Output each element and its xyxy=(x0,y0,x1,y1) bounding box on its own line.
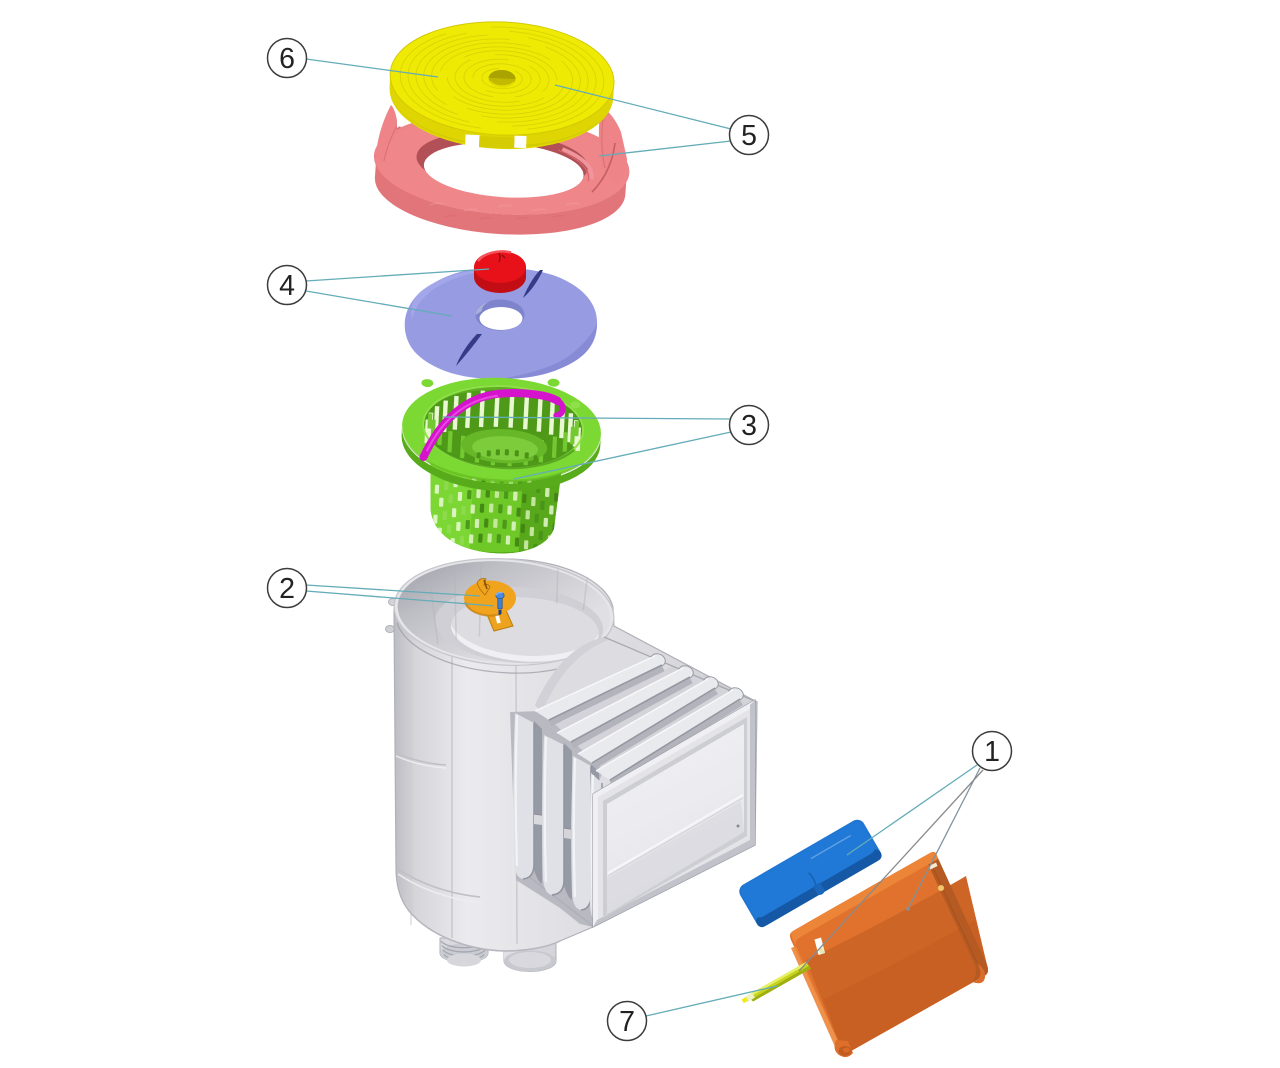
svg-text:2: 2 xyxy=(279,573,295,605)
svg-text:6: 6 xyxy=(279,43,295,75)
svg-text:3: 3 xyxy=(741,410,757,442)
svg-text:1: 1 xyxy=(984,736,1000,768)
svg-text:5: 5 xyxy=(741,120,757,152)
svg-text:7: 7 xyxy=(619,1006,635,1038)
svg-text:4: 4 xyxy=(279,270,295,302)
